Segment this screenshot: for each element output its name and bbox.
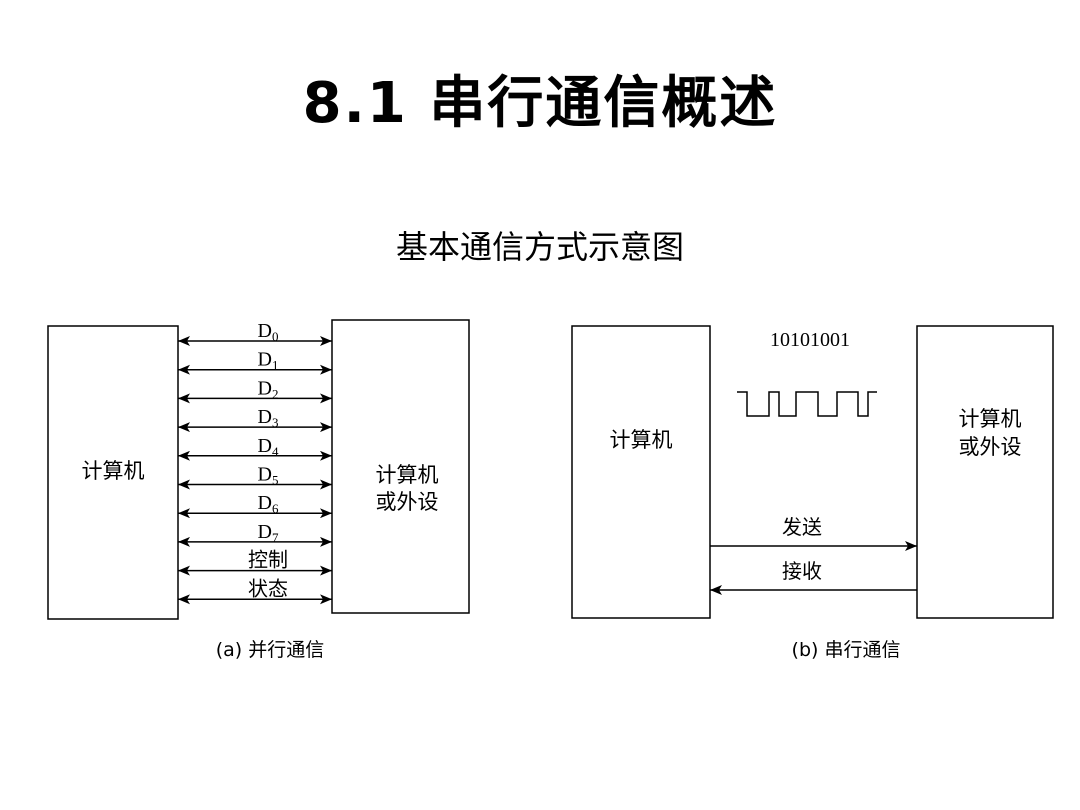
serial-diagram: 计算机 计算机 或外设 10101001 发送 接收 (b) 串行通信: [571, 325, 1054, 661]
parallel-device-label-line2: 或外设: [376, 490, 439, 514]
parallel-caption: (a) 并行通信: [216, 639, 325, 661]
parallel-computer-label: 计算机: [82, 459, 145, 483]
parallel-line-label: D6: [258, 492, 279, 516]
serial-bit-string: 10101001: [770, 329, 850, 351]
parallel-line-label: D5: [258, 464, 279, 488]
parallel-line-label: D7: [258, 521, 279, 545]
parallel-line-label: D1: [258, 349, 279, 373]
diagram-subtitle: 基本通信方式示意图: [395, 228, 684, 266]
page-title: 8.1 串行通信概述: [302, 71, 778, 136]
serial-waveform: [737, 391, 877, 417]
parallel-device-label-line1: 计算机: [376, 463, 439, 487]
parallel-line-label: 状态: [248, 576, 288, 600]
parallel-line-label: D0: [258, 320, 279, 344]
serial-device-label-line1: 计算机: [959, 407, 1022, 431]
parallel-line-label: D3: [258, 406, 279, 430]
serial-device-label-line2: 或外设: [959, 435, 1022, 459]
receive-label: 接收: [782, 559, 822, 583]
serial-computer-box: [571, 325, 711, 619]
parallel-computer-box: [47, 325, 179, 620]
serial-caption: (b) 串行通信: [792, 639, 901, 661]
parallel-line-label: 控制: [248, 548, 288, 572]
parallel-line-label: D2: [258, 377, 279, 401]
parallel-line-label: D4: [258, 435, 279, 459]
serial-computer-label: 计算机: [610, 428, 673, 452]
serial-device-box: [916, 325, 1054, 619]
send-label: 发送: [782, 515, 822, 539]
parallel-device-box: [331, 319, 470, 614]
